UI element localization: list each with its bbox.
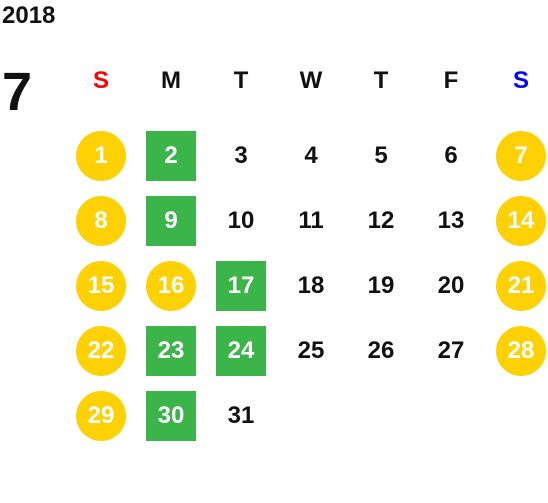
day-cell[interactable]: 13	[416, 188, 486, 253]
day-number: 6	[444, 141, 458, 169]
day-cell[interactable]: 12	[346, 188, 416, 253]
day-cell[interactable]: 17	[206, 253, 276, 318]
highlighted-day-number: 2	[146, 130, 196, 181]
holiday-day-number: 8	[76, 195, 126, 246]
day-number: 13	[437, 206, 465, 234]
day-cell[interactable]: 1	[66, 123, 136, 188]
holiday-day-number: 28	[496, 325, 546, 376]
day-cell[interactable]: 22	[66, 318, 136, 383]
year-label: 2018	[2, 2, 56, 29]
day-number: 27	[437, 336, 465, 364]
day-cell[interactable]: 11	[276, 188, 346, 253]
holiday-day-number: 29	[76, 390, 126, 441]
day-cell[interactable]: 26	[346, 318, 416, 383]
day-cell[interactable]: 21	[486, 253, 548, 318]
day-cell[interactable]: 5	[346, 123, 416, 188]
weekday-header: F	[443, 67, 459, 94]
day-cell[interactable]: 28	[486, 318, 548, 383]
day-number: 5	[374, 141, 388, 169]
day-number: 10	[227, 206, 255, 234]
weekday-header: S	[92, 67, 109, 94]
day-cell[interactable]: 30	[136, 383, 206, 448]
day-number: 31	[227, 401, 255, 429]
weekday-header: S	[512, 67, 529, 94]
day-cell[interactable]: 4	[276, 123, 346, 188]
day-cell[interactable]: 16	[136, 253, 206, 318]
day-number: 25	[297, 336, 325, 364]
day-number: 3	[234, 141, 248, 169]
day-number: 12	[367, 206, 395, 234]
weekday-header: T	[373, 67, 389, 94]
weekday-header: M	[161, 67, 181, 94]
day-number: 4	[304, 141, 318, 169]
day-number: 20	[437, 271, 465, 299]
day-cell[interactable]: 25	[276, 318, 346, 383]
day-cell[interactable]: 3	[206, 123, 276, 188]
highlighted-day-number: 17	[216, 260, 266, 311]
day-cell[interactable]: 23	[136, 318, 206, 383]
day-number: 19	[367, 271, 395, 299]
day-cell[interactable]: 9	[136, 188, 206, 253]
day-cell[interactable]: 19	[346, 253, 416, 318]
day-cell[interactable]: 31	[206, 383, 276, 448]
day-number: 11	[298, 206, 324, 234]
day-number: 18	[297, 271, 325, 299]
day-cell[interactable]: 24	[206, 318, 276, 383]
weekday-header: W	[299, 67, 323, 94]
highlighted-day-number: 9	[146, 195, 196, 246]
day-cell[interactable]: 29	[66, 383, 136, 448]
highlighted-day-number: 23	[146, 325, 196, 376]
holiday-day-number: 1	[76, 130, 126, 181]
day-cell[interactable]: 14	[486, 188, 548, 253]
day-cell[interactable]: 6	[416, 123, 486, 188]
day-cell[interactable]: 20	[416, 253, 486, 318]
holiday-day-number: 7	[496, 130, 546, 181]
day-cell[interactable]: 2	[136, 123, 206, 188]
day-cell[interactable]: 27	[416, 318, 486, 383]
holiday-day-number: 16	[146, 260, 196, 311]
holiday-day-number: 22	[76, 325, 126, 376]
month-label: 7	[2, 62, 33, 122]
day-cell[interactable]: 7	[486, 123, 548, 188]
day-number: 26	[367, 336, 395, 364]
day-cell[interactable]: 10	[206, 188, 276, 253]
holiday-day-number: 14	[496, 195, 546, 246]
day-cell[interactable]: 18	[276, 253, 346, 318]
highlighted-day-number: 24	[216, 325, 266, 376]
holiday-day-number: 15	[76, 260, 126, 311]
day-cell[interactable]: 8	[66, 188, 136, 253]
holiday-day-number: 21	[496, 260, 546, 311]
day-cell[interactable]: 15	[66, 253, 136, 318]
weekday-header: T	[233, 67, 249, 94]
highlighted-day-number: 30	[146, 390, 196, 441]
